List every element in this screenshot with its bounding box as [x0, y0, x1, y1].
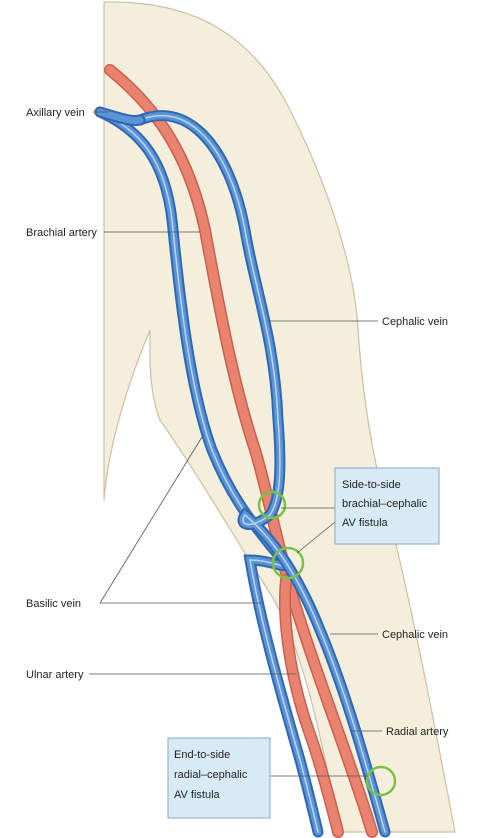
label-axillary-vein: Axillary vein — [26, 107, 85, 119]
label-radial-artery: Radial artery — [386, 726, 449, 738]
box2-line1: End-to-side — [174, 749, 230, 761]
radial-cephalic-fistula-box: End-to-side radial–cephalic AV fistula — [168, 738, 270, 818]
brachial-cephalic-fistula-box: Side-to-side brachial–cephalic AV fistul… — [335, 468, 439, 544]
label-ulnar-artery: Ulnar artery — [26, 669, 84, 681]
box1-line1: Side-to-side — [342, 479, 401, 491]
box1-line3: AV fistula — [342, 517, 389, 529]
label-basilic-vein: Basilic vein — [26, 598, 81, 610]
label-cephalic-vein-lower: Cephalic vein — [382, 629, 448, 641]
box2-line3: AV fistula — [174, 789, 221, 801]
box2-line2: radial–cephalic — [174, 769, 248, 781]
box1-line2: brachial–cephalic — [342, 498, 427, 510]
label-brachial-artery: Brachial artery — [26, 227, 97, 239]
leader-basilic-vein-a — [100, 437, 202, 603]
label-cephalic-vein-upper: Cephalic vein — [382, 316, 448, 328]
